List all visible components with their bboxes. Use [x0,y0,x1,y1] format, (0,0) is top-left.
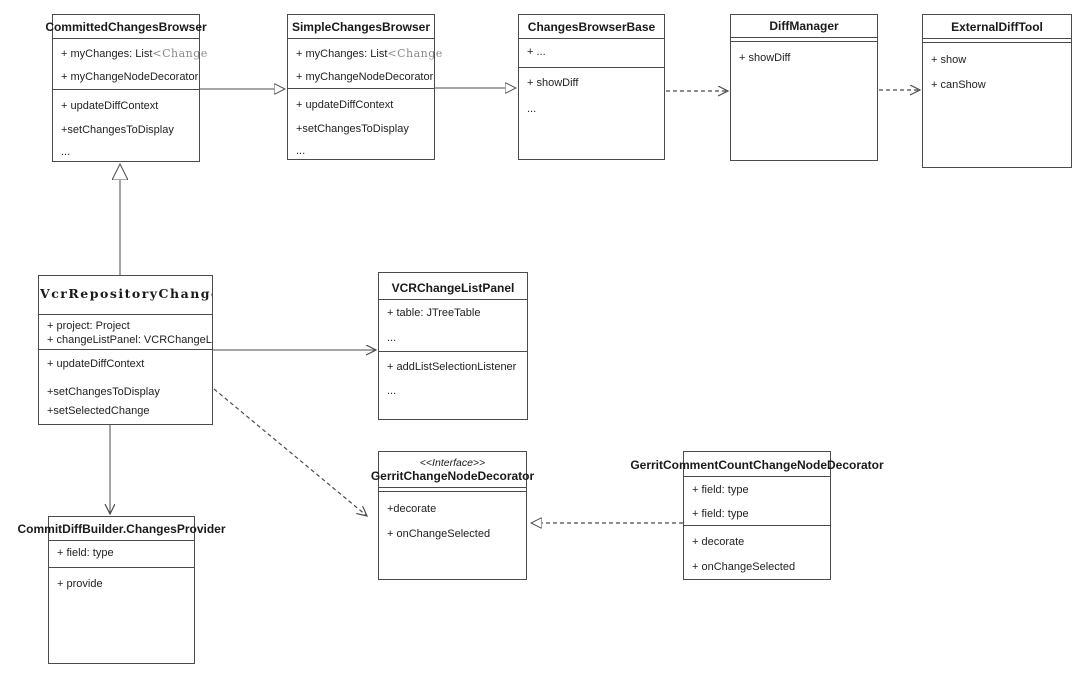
class-title: VCRChangeListPanel [379,273,527,300]
methods-compartment: + updateDiffContext +setChangesToDisplay… [288,89,434,157]
attributes-compartment: + ... [519,39,664,68]
interface-gerrit-change-node-decorator: <<Interface>> GerritChangeNodeDecorator … [370,451,535,580]
ellipsis-row: + ... [527,46,546,58]
method-row: + showDiff [527,77,579,89]
method-row: + updateDiffContext [61,100,159,112]
class-simple-changes-browser: SimpleChangesBrowser + myChanges: List<C… [287,14,443,160]
class-title: GerritChangeNodeDecorator [370,469,535,483]
class-title: DiffManager [731,15,877,38]
attributes-compartment: + field: type [49,541,194,568]
method-row: + showDiff [739,52,791,64]
class-committed-changes-browser: CommittedChangesBrowser + myChanges: Lis… [45,14,208,162]
method-row: +setChangesToDisplay [296,123,409,135]
methods-compartment: +decorate + onChangeSelected [379,492,526,540]
stereotype-label: <<Interface>> [419,457,486,469]
ellipsis-row: ... [61,146,71,158]
attribute-row: + myChanges: List<Change [61,47,208,60]
methods-compartment: + show + canShow [923,43,1071,91]
method-row: +decorate [387,503,437,515]
class-vcr-repository-changes-browser: VcrRepositoryChangesBrow + project: Proj… [38,275,213,425]
class-title: ExternalDiffTool [923,15,1071,39]
methods-compartment: + showDiff ... [519,68,664,115]
method-row: + onChangeSelected [692,561,796,573]
attributes-compartment: + myChanges: List<Change + myChangeNodeD… [53,39,208,90]
class-title: SimpleChangesBrowser [288,15,434,39]
method-row: + decorate [692,536,745,548]
class-external-diff-tool: ExternalDiffTool + show + canShow [922,14,1072,168]
class-diff-manager: DiffManager + showDiff [730,14,878,161]
attribute-row: + field: type [692,484,749,496]
attribute-row: + myChanges: List<Change [296,47,443,60]
attribute-row: + field: type [57,547,114,559]
edge-vcr-to-gerrit-interface-dependency [213,388,367,516]
methods-compartment: + provide [49,568,194,590]
class-title: CommittedChangesBrowser [45,15,207,39]
attributes-compartment: + field: type + field: type [684,477,830,526]
class-changes-browser-base: ChangesBrowserBase + ... + showDiff ... [518,14,665,160]
ellipsis-row: ... [387,385,397,397]
method-row: + addListSelectionListener [387,361,517,373]
method-row: +setChangesToDisplay [47,386,160,398]
attributes-compartment: + myChanges: List<Change + myChangeNodeD… [288,39,443,89]
methods-compartment: + updateDiffContext +setChangesToDisplay… [39,350,212,417]
methods-compartment: + addListSelectionListener ... [379,352,527,397]
attribute-row: + field: type [692,508,749,520]
class-title: GerritCommentCountChangeNodeDecorator [630,452,884,477]
method-row: +setSelectedChange [47,405,150,417]
attribute-row: + myChangeNodeDecorator [296,71,434,83]
method-row: + onChangeSelected [387,528,491,540]
attribute-row: + myChangeNodeDecorator [61,71,199,83]
method-row: + provide [57,578,103,590]
method-row: + updateDiffContext [47,358,145,370]
methods-compartment: + updateDiffContext +setChangesToDisplay… [53,90,199,158]
class-commit-diff-builder-changes-provider: CommitDiffBuilder.ChangesProvider + fiel… [17,516,226,664]
empty-attributes-compartment [379,488,526,492]
attributes-compartment: + project: Project + changeListPanel: VC… [39,315,212,350]
ellipsis-row: ... [296,145,306,157]
methods-compartment: + decorate + onChangeSelected [684,526,830,573]
ellipsis-row: ... [527,103,537,115]
class-title: CommitDiffBuilder.ChangesProvider [17,517,226,541]
interface-title-compartment: <<Interface>> GerritChangeNodeDecorator [370,452,535,488]
method-row: + show [931,54,967,66]
attributes-compartment: + table: JTreeTable ... [379,300,527,352]
methods-compartment: + showDiff [731,42,877,64]
attribute-row: + project: Project [47,320,130,332]
attribute-row: + table: JTreeTable [387,307,481,319]
attribute-row: + changeListPanel: VCRChangeLis [47,334,212,346]
empty-attributes-compartment [731,38,877,42]
class-gerrit-comment-count-change-node-decorator: GerritCommentCountChangeNodeDecorator + … [630,451,884,580]
ellipsis-row: ... [387,332,397,344]
class-title: ChangesBrowserBase [519,15,664,39]
class-title: VcrRepositoryChangesBrow [39,276,212,315]
empty-attributes-compartment [923,39,1071,43]
class-vcr-change-list-panel: VCRChangeListPanel + table: JTreeTable .… [378,272,528,420]
method-row: + updateDiffContext [296,99,394,111]
method-row: + canShow [931,79,986,91]
method-row: +setChangesToDisplay [61,124,174,136]
